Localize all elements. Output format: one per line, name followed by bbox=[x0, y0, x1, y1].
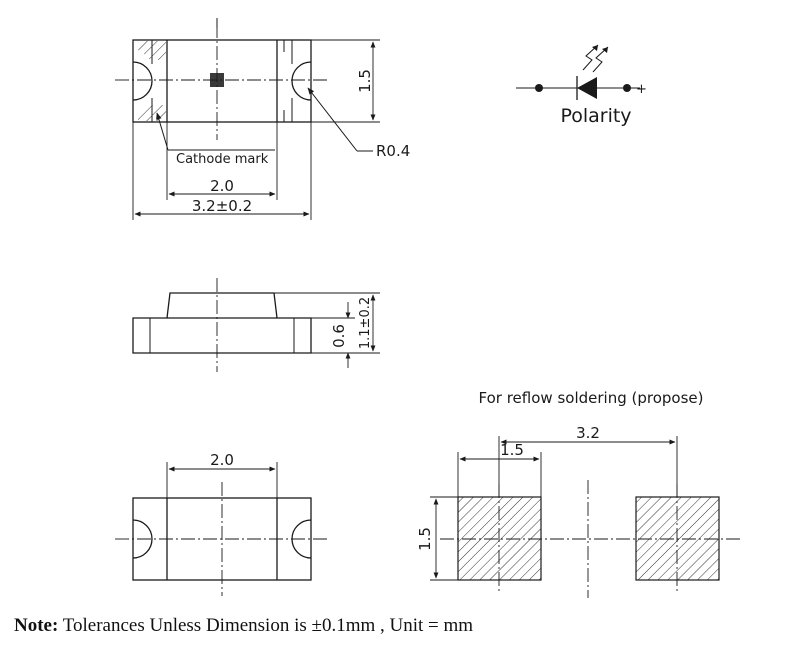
polarity-symbol: + Polarity bbox=[516, 44, 647, 127]
solder-pad-left bbox=[457, 496, 542, 581]
cathode-mark-hatch-top bbox=[138, 41, 166, 60]
note-prefix: Note: bbox=[14, 615, 59, 636]
cathode-mark-hatch-bottom bbox=[138, 105, 166, 121]
side-view: 0.6 1.1±0.2 bbox=[132, 278, 380, 372]
side-body-outline bbox=[132, 292, 312, 354]
pad-width-dim: 1.5 bbox=[500, 441, 524, 459]
side-total-height-dim: 1.1±0.2 bbox=[358, 297, 373, 349]
bottom-width-dim: 2.0 bbox=[210, 451, 234, 469]
top-height-dim: 1.5 bbox=[356, 69, 374, 93]
top-inner-width-dim: 2.0 bbox=[210, 177, 234, 195]
solder-pad-right bbox=[635, 496, 720, 581]
pad-span-dim: 3.2 bbox=[576, 424, 600, 442]
cathode-mark-label: Cathode mark bbox=[176, 152, 269, 167]
bottom-view: 2.0 bbox=[115, 451, 330, 596]
diode-triangle bbox=[577, 77, 597, 99]
plus-sign: + bbox=[636, 82, 647, 97]
pad-height-dim: 1.5 bbox=[416, 527, 434, 551]
polarity-label: Polarity bbox=[560, 105, 631, 127]
solder-pad-title: For reflow soldering (propose) bbox=[479, 389, 704, 407]
top-view: Cathode mark R0.4 1.5 2.0 3.2±0.2 bbox=[115, 18, 410, 220]
radius-label: R0.4 bbox=[376, 142, 410, 160]
note-text: Tolerances Unless Dimension is ±0.1mm , … bbox=[58, 615, 474, 636]
top-total-width-dim: 3.2±0.2 bbox=[192, 197, 252, 215]
tolerance-note: Note: Tolerances Unless Dimension is ±0.… bbox=[14, 615, 473, 637]
top-body-outline bbox=[132, 39, 312, 123]
solder-pad-layout: For reflow soldering (propose) 3.2 1.5 1… bbox=[416, 389, 740, 598]
side-lead-height-dim: 0.6 bbox=[330, 324, 348, 348]
